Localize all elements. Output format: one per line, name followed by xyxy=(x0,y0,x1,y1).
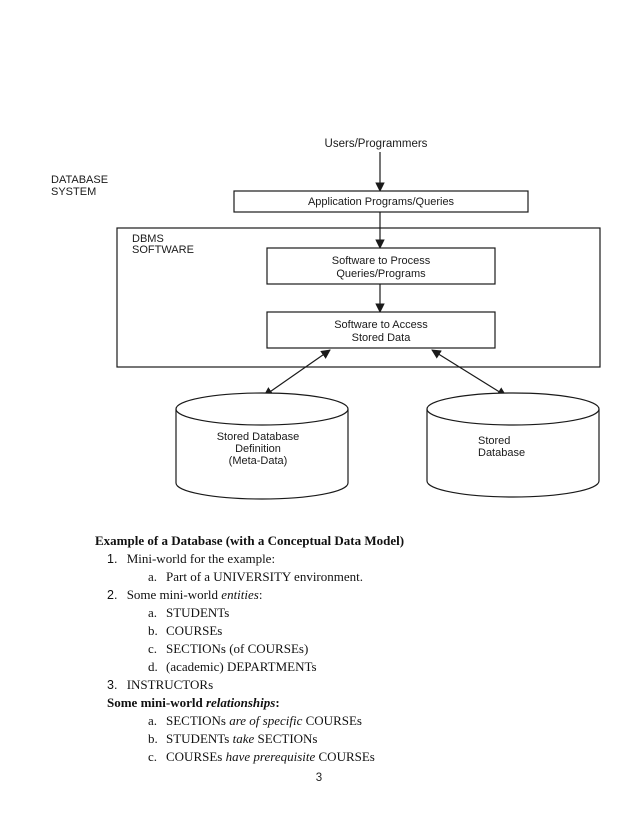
list-marker: d. xyxy=(148,659,158,674)
list-marker: a. xyxy=(148,713,158,728)
process-queries-box xyxy=(266,247,496,285)
list-item: 2. Some mini-world entities: xyxy=(107,586,262,604)
list-number: 2. xyxy=(107,588,118,602)
access-to-stored-db-arrow xyxy=(431,349,507,397)
list-text: Some mini-world entities: xyxy=(127,587,263,602)
access-stored-data-box xyxy=(266,311,496,349)
list-item: c. SECTIONs (of COURSEs) xyxy=(148,640,308,658)
list-item: a. SECTIONs are of specific COURSEs xyxy=(148,712,362,730)
list-item: 3. INSTRUCTORs xyxy=(107,676,213,694)
list-text: INSTRUCTORs xyxy=(126,677,214,692)
list-marker: a. xyxy=(148,605,158,620)
stored-database-cylinder xyxy=(426,392,600,498)
list-text: Part of a UNIVERSITY environment. xyxy=(166,569,364,584)
list-marker: b. xyxy=(148,731,158,746)
list-text-part: COURSEs xyxy=(302,713,362,728)
dbms-label: DBMS xyxy=(132,233,164,245)
list-text-emphasis: are of specific xyxy=(229,713,303,728)
access-to-metadata-arrow xyxy=(263,349,331,397)
metadata-db-label-2: Definition xyxy=(235,443,281,455)
list-text: Mini-world for the example: xyxy=(126,551,276,566)
list-item: b. COURSEs xyxy=(148,622,222,640)
list-text-emphasis: have prerequisite xyxy=(225,749,316,764)
heading-part: : xyxy=(275,695,280,710)
list-text-emphasis: entities xyxy=(221,587,259,602)
list-text-part: SECTIONs xyxy=(254,731,318,746)
list-text-part: : xyxy=(258,587,263,602)
list-item: b. STUDENTs take SECTIONs xyxy=(148,730,317,748)
process-queries-label-2: Queries/Programs xyxy=(336,268,426,280)
list-marker: c. xyxy=(148,641,158,656)
list-item: c. COURSEs have prerequisite COURSEs xyxy=(148,748,375,766)
metadata-db-label: Stored Database xyxy=(217,431,300,443)
access-stored-data-label-2: Stored Data xyxy=(352,332,412,344)
list-text-part: STUDENTs xyxy=(166,731,233,746)
database-system-label: DATABASE xyxy=(51,174,108,186)
list-text-part: COURSEs xyxy=(315,749,375,764)
list-text-part: SECTIONs xyxy=(166,713,230,728)
stored-db-label-2: Database xyxy=(478,447,525,459)
application-programs-box xyxy=(233,190,529,213)
database-system-diagram: Users/Programmers DATABASE SYSTEM Applic… xyxy=(51,138,601,500)
list-text: STUDENTs xyxy=(166,605,230,620)
list-item: a. Part of a UNIVERSITY environment. xyxy=(148,568,363,586)
list-marker: b. xyxy=(148,623,158,638)
list-item: d. (academic) DEPARTMENTs xyxy=(148,658,317,676)
metadata-database-cylinder xyxy=(175,392,349,500)
heading-part: Some mini-world xyxy=(107,695,206,710)
stored-db-label: Stored xyxy=(478,435,510,447)
list-text-part: COURSEs xyxy=(166,749,226,764)
users-label: Users/Programmers xyxy=(325,138,428,150)
dbms-software-boundary xyxy=(116,227,601,368)
application-programs-label: Application Programs/Queries xyxy=(308,196,455,208)
list-text: COURSEs xyxy=(166,623,223,638)
list-text: SECTIONs (of COURSEs) xyxy=(166,641,309,656)
example-heading: Example of a Database (with a Conceptual… xyxy=(95,533,405,548)
relationships-heading: Some mini-world relationships: xyxy=(107,694,280,712)
access-stored-data-label: Software to Access xyxy=(334,319,428,331)
list-item: 1. Mini-world for the example: xyxy=(107,550,275,568)
list-marker: a. xyxy=(148,569,158,584)
list-number: 3. xyxy=(107,678,118,692)
list-number: 1. xyxy=(107,552,118,566)
page-number: 3 xyxy=(315,772,323,784)
database-system-label-2: SYSTEM xyxy=(51,186,96,198)
list-text: (academic) DEPARTMENTs xyxy=(166,659,317,674)
heading-emphasis: relationships xyxy=(205,695,276,710)
metadata-db-label-3: (Meta-Data) xyxy=(229,455,288,467)
list-text-part: Some mini-world xyxy=(126,587,222,602)
process-queries-label: Software to Process xyxy=(332,255,431,267)
list-text-emphasis: take xyxy=(232,731,255,746)
list-item: a. STUDENTs xyxy=(148,604,229,622)
list-marker: c. xyxy=(148,749,158,764)
dbms-label-2: SOFTWARE xyxy=(132,244,194,256)
